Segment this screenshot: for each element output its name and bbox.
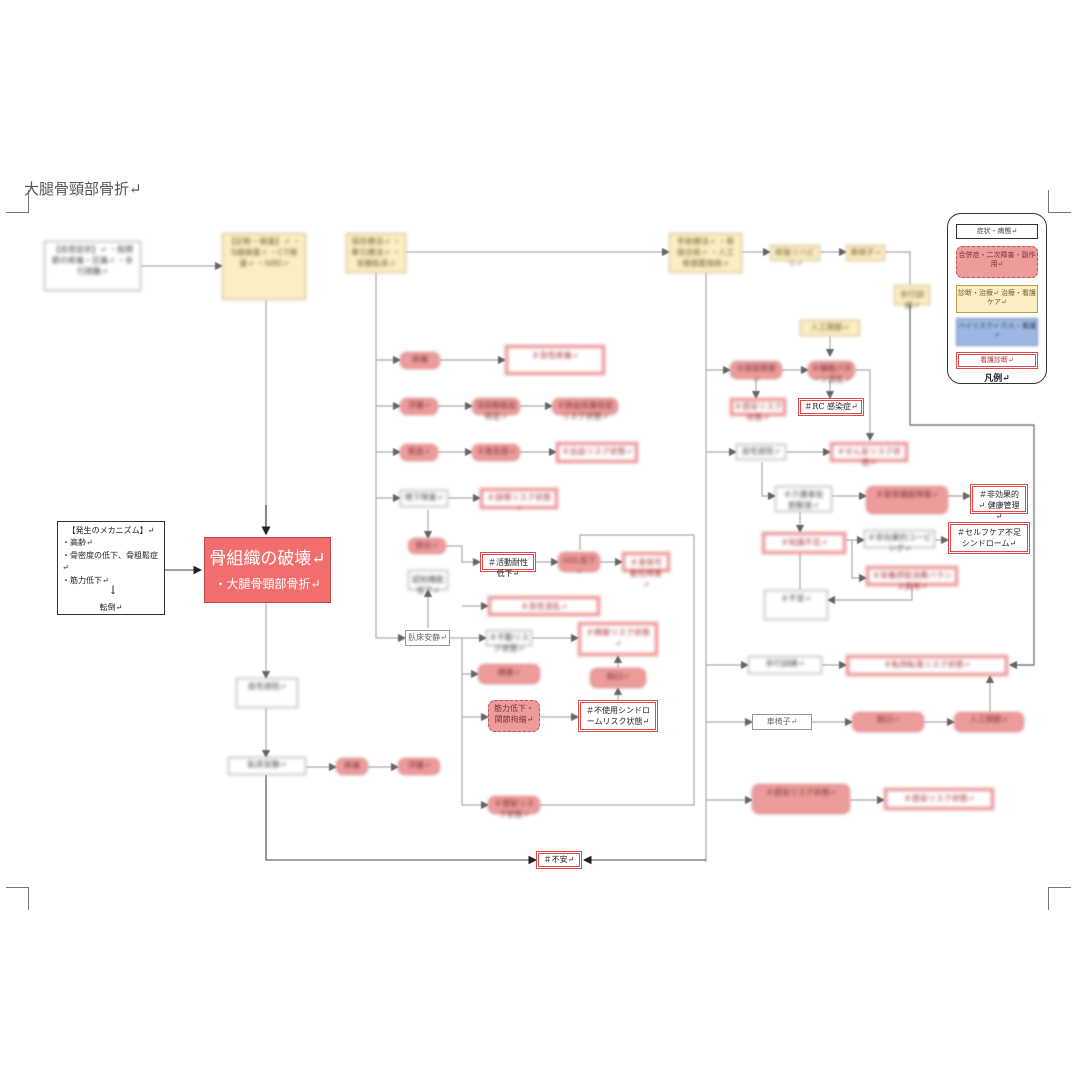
node-home: 自宅退院↵: [736, 444, 786, 460]
node-urination: ＃排尿障害↵: [730, 361, 782, 384]
crop-mark: [6, 887, 29, 910]
node-bleeding: ＃出血リスク状態↵: [556, 442, 638, 463]
node-post-exam: 自宅退院↵: [236, 678, 298, 708]
node-thrombosis: 深部静脈血栓症↵: [472, 398, 520, 421]
node-dementia: 認知機能低下↵: [408, 570, 448, 595]
mechanism-item: ・高齢↵: [62, 538, 93, 548]
node-pain-dx: ＃急性疼痛↵: [505, 345, 605, 375]
node-pneumonia: ＃誤嚥リスク状態↵: [480, 488, 558, 513]
central-node: 骨組織の破壊↵ ・大腿骨頸部骨折↵: [204, 537, 331, 603]
node-confusion: ＃急性混乱↵: [488, 596, 600, 616]
node-selfcare: ＃セルフケア不足シンドローム↵: [948, 522, 1030, 554]
node-post-treatment: 臥床安静↵: [228, 757, 306, 775]
node-infection-2: ＃感染リスク状態↵: [752, 784, 850, 814]
node-bedrest: 臥床安静↵: [405, 630, 450, 646]
node-immobility: ＃不動リスク状態↵: [486, 630, 532, 653]
node-pain: 疼痛: [400, 352, 440, 369]
node-bed-sore: 褥瘡↵: [478, 664, 540, 684]
node-fatigue: ＃倦怠感↵: [472, 444, 520, 461]
central-node-subtitle: ・大腿骨頸部骨折↵: [214, 577, 321, 591]
central-node-title: 骨組織の破壊↵: [209, 549, 326, 569]
node-pressure: ＃褥瘡リスク状態↵: [578, 622, 658, 656]
legend-item-complication: 合併症・二次障害・副作用↵: [956, 246, 1038, 278]
node-anxiety: ＃不安↵: [536, 851, 582, 869]
legend-item-symptom: 症状・病態↵: [956, 224, 1038, 239]
node-mobility: ＃身体可動性障害↵: [622, 552, 670, 589]
node-artificial: 人工関節↵: [800, 320, 860, 336]
node-care-burden: ＃介護者役割緊張↵: [775, 486, 832, 512]
legend-item-high-risk: ハイリスク↵ 介入・看護↵: [956, 318, 1038, 346]
node-coping: ＃非効果的コーピング↵: [864, 530, 935, 553]
mechanism-result: 転倒↵: [99, 603, 123, 612]
node-knowledge: ＃知識不足↵: [762, 532, 846, 554]
node-dislocation-2: 脱臼↵: [852, 712, 924, 732]
node-anxiety-family: ＃不安↵: [764, 590, 828, 620]
node-wheelchair: 車椅子↵: [846, 245, 885, 261]
node-anemia: 貧血↵: [400, 444, 438, 461]
node-dvt: ＃肺血栓塞栓症リスク状態↵: [552, 398, 618, 421]
node-dislocation: 脱臼↵: [590, 668, 646, 688]
node-post-treatment-a: 疼痛: [336, 758, 368, 775]
node-infection: ＃感染リスク状態↵: [730, 398, 786, 422]
node-fall-risk: ＃転倒転落リスク状態↵: [846, 655, 1008, 676]
mechanism-box: 【発生のメカニズム】↵ ・高齢↵ ・骨密度の低下、骨粗鬆症↵ ・筋力低下↵ ↓ …: [57, 521, 165, 615]
node-artificial-2: 人工関節↵: [954, 712, 1024, 732]
node-swallowing: 嚥下障害↵: [400, 490, 448, 507]
crop-mark: [1048, 190, 1071, 213]
legend: 症状・病態↵ 合併症・二次障害・副作用↵ 診断・治療↵ 治療・看護ケア↵ ハイリ…: [947, 213, 1047, 384]
legend-caption: 凡例↵: [984, 374, 1010, 384]
node-walking: 歩行訓練↵: [894, 285, 930, 310]
node-rc-infection: ＃RC 感染症↵: [798, 398, 864, 416]
node-postop-rehab: 術後リハビリ↵: [770, 245, 820, 268]
node-conservative: 保存療法↵ ・牽引療法↵ ・安静臥床↵: [346, 233, 406, 273]
node-nutrition: ＃栄養摂取消費バランス異常↵: [866, 566, 958, 591]
node-activity: ＃活動耐性低下↵: [480, 552, 536, 578]
node-adl: ADL低下↵: [558, 552, 600, 576]
node-family: ＃家族機能障害↵: [866, 486, 948, 514]
node-disuse: ＃不使用シンドロームリスク状態↵: [578, 700, 658, 732]
node-pneumonia2: 肺炎↵: [408, 538, 446, 554]
node-sleep: ＃睡眠パターン混乱↵: [808, 361, 855, 384]
mechanism-item: ・筋力低下↵: [62, 575, 109, 585]
node-history: 【自覚症状】↵ ・股関節の疼痛・圧痛↵ ・歩行困難↵: [44, 241, 141, 291]
crop-mark: [6, 190, 29, 213]
node-health-mgmt: ＃非効果的↵ 健康管理↵: [970, 484, 1028, 521]
legend-item-nursing-diagnosis: 看護診断↵: [956, 352, 1038, 369]
node-constipation: ＃便秘リスク状態↵: [488, 796, 540, 819]
legend-item-treatment: 診断・治療↵ 治療・看護ケア↵: [956, 285, 1038, 313]
node-muscle: 筋力低下・関節拘縮↵: [488, 700, 540, 732]
crop-mark: [1048, 887, 1071, 910]
node-delirium: ＃せん妄リスク状態↵: [830, 442, 908, 467]
document-title: 大腿骨頸部骨折↵: [24, 180, 142, 198]
node-exam: 【診断・検査】↵ ・X線検査↵ ・CT検査↵ ・MRI↵: [222, 233, 306, 300]
node-wheelchair-transfer: 車椅子↵: [752, 714, 812, 730]
node-surgery: 手術療法↵ ・骨接合術↵ ・人工骨頭置換術↵: [669, 233, 742, 273]
mechanism-heading: 【発生のメカニズム】↵: [67, 526, 155, 535]
down-arrow-icon: ↓: [108, 583, 119, 597]
mechanism-item: ・骨密度の低下、骨粗鬆症↵: [62, 550, 158, 573]
node-edema: 浮腫↵: [400, 398, 438, 415]
node-fall-context: 歩行訓練↵: [748, 656, 822, 674]
node-infection-risk-2: ＃感染リスク状態↵: [884, 788, 994, 810]
node-post-treatment-b: 浮腫↵: [398, 758, 440, 775]
